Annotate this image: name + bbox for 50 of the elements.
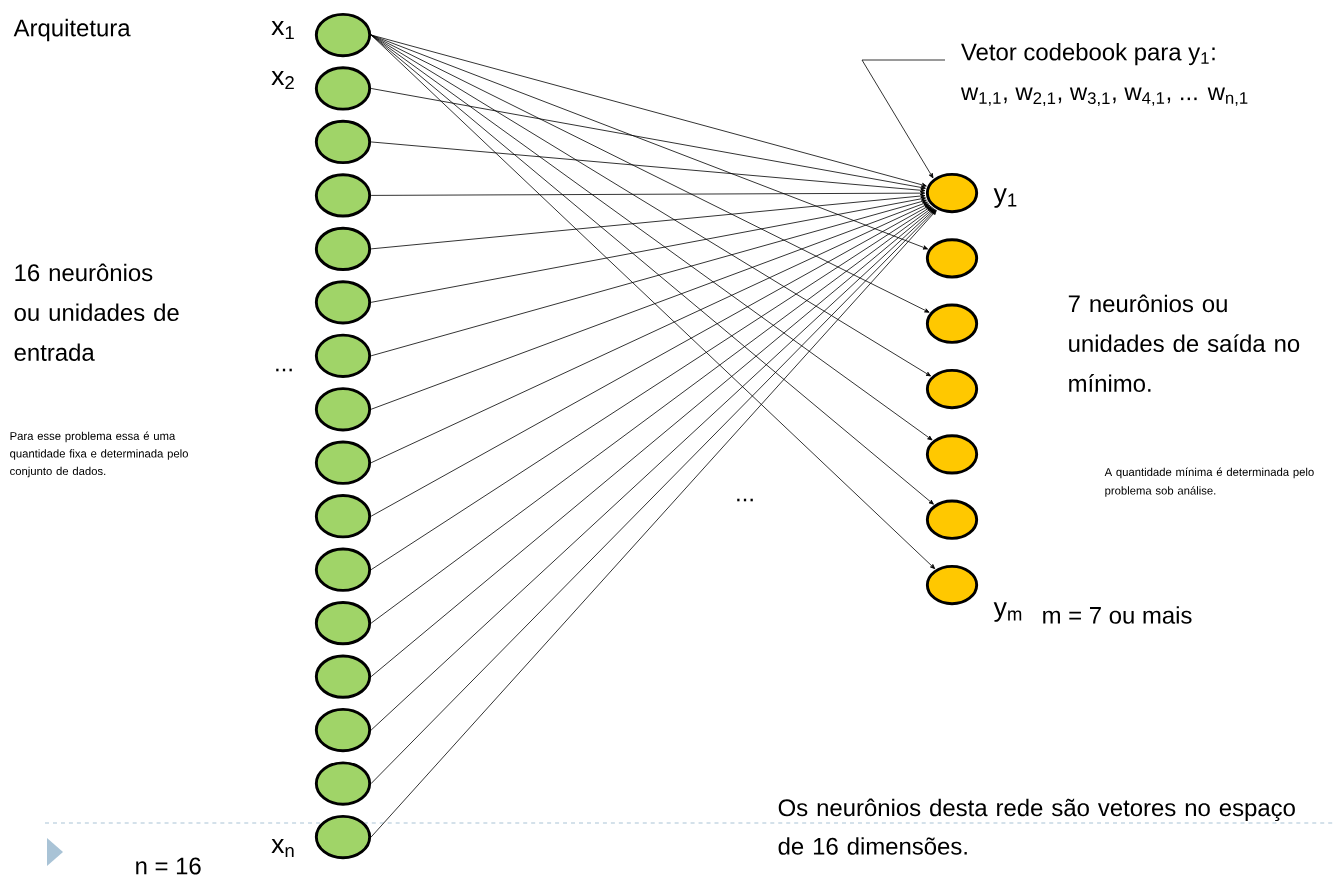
neuron-circle (925, 238, 979, 279)
neuron-circle (314, 814, 372, 860)
neuron-circle (314, 440, 372, 485)
arrow (370, 203, 930, 464)
arrow (370, 88, 926, 190)
annotation-text: Vetor codebook para y$_{1}$: w$_{1,1}$, w$_{2,1}$, w$_{3,1}$, w$_{4,1}$, ... w$_{n,1}$ (960, 42, 1248, 107)
arrow (370, 191, 926, 196)
neuron-circle (314, 333, 372, 378)
arrow (370, 204, 931, 517)
text-label: 16 neurônios ou unidades de entrada (14, 263, 179, 361)
neuron-circle (314, 654, 372, 699)
neuron-circle (314, 226, 372, 271)
neuron-label: x$_{n}$ (271, 838, 294, 858)
neuron-circle (314, 66, 372, 111)
arrow (370, 193, 926, 250)
arrow (370, 201, 928, 410)
neuron-label: y$_{m}$ (993, 602, 1022, 622)
neuron-circle (314, 119, 372, 165)
leader-arrow (861, 59, 946, 179)
neuron-circle (314, 761, 372, 806)
neuron-label: x$_{1}$ (271, 20, 294, 40)
text-label: Para esse problema essa é uma quantidade fixa e determinada pelo conjunto de dados. (10, 431, 188, 478)
neuron-circle (925, 499, 979, 540)
neuron-circle (314, 173, 372, 218)
neuron-circle (314, 280, 372, 325)
arrow (370, 141, 926, 193)
neuron-circle (314, 547, 372, 592)
neuron-circle (314, 707, 372, 753)
neuron-circle (314, 12, 372, 58)
text-label: Os neurônios desta rede são vetores no espaço de 16 dimensões. (778, 798, 1295, 855)
neuron-circle (314, 494, 372, 539)
arrow (370, 196, 926, 303)
text-label: 7 neurônios ou unidades de saída no mínimo. (1068, 294, 1300, 392)
text-label: m = 7 ou mais (1043, 606, 1192, 624)
text-label: A quantidade mínima é determinada pelo problema sob análise. (1104, 467, 1314, 497)
neuron-label: y$_{1}$ (993, 188, 1017, 208)
text-label: ... (276, 368, 292, 372)
neuron-circle (925, 564, 979, 606)
neuron-circle (314, 387, 372, 432)
neuron-label: x$_{2}$ (271, 70, 294, 90)
text-label: n = 16 (136, 857, 201, 875)
arrow (370, 199, 927, 357)
neuron-circle (925, 434, 979, 475)
neuron-circle (925, 368, 979, 410)
arrow (370, 34, 930, 313)
neuron-circle (925, 303, 979, 344)
text-label: Arquitetura (13, 18, 131, 42)
neuron-circle (314, 601, 372, 646)
text-label: ... (737, 498, 753, 502)
neuron-circle (925, 172, 979, 214)
